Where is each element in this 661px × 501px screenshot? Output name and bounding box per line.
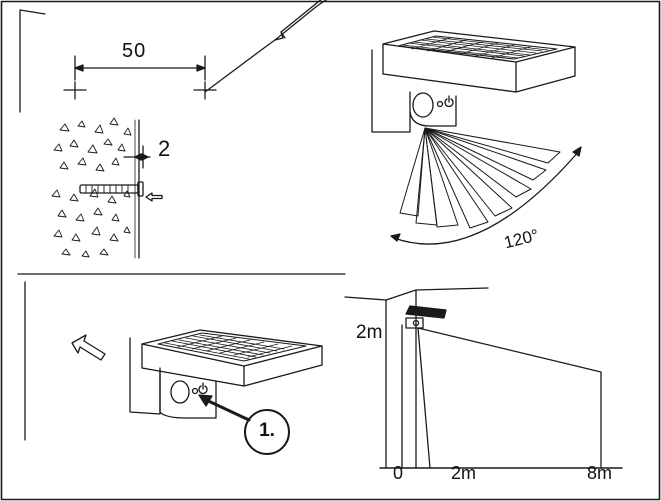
step-badge	[244, 409, 290, 455]
height-label: 2m	[356, 322, 383, 343]
step-label: 1.	[259, 420, 275, 441]
wall-section-panel	[51, 117, 163, 259]
template-edge	[204, 44, 269, 93]
x-label-2m: 2m	[451, 463, 477, 483]
wall-line	[385, 289, 417, 469]
detection-angle-panel	[371, 30, 582, 245]
angle-arc	[393, 149, 581, 245]
pir-sensor-icon	[170, 380, 190, 404]
power-icon	[198, 382, 208, 395]
drill-arrow-icon	[145, 192, 163, 202]
lamp-bottom-left	[129, 329, 323, 419]
power-icon	[444, 95, 454, 108]
lamp-top-right	[371, 30, 576, 133]
solar-panel-icon	[397, 35, 558, 60]
dimension-label-50: 50	[122, 40, 147, 62]
x-label-0: 0	[393, 463, 404, 483]
ceiling-line	[344, 289, 417, 301]
wall-aggregate-texture	[51, 117, 132, 258]
pencil-icon	[267, 0, 328, 46]
direction-arrow-icon	[71, 334, 106, 361]
drilling-template-panel	[19, 0, 328, 113]
wall-dowel	[79, 181, 144, 197]
detection-fan	[399, 127, 561, 229]
power-button-panel	[71, 329, 323, 455]
pir-sensor-icon	[412, 92, 434, 118]
x-label-8m: 8m	[587, 463, 613, 483]
range-panel	[344, 287, 623, 469]
pointer-arrow	[200, 396, 251, 422]
solar-panel-icon	[157, 332, 307, 362]
wall-corner	[19, 9, 46, 113]
dimension-label-depth: 2	[158, 136, 171, 161]
lamp-small	[405, 305, 447, 329]
range-beam	[417, 327, 602, 469]
